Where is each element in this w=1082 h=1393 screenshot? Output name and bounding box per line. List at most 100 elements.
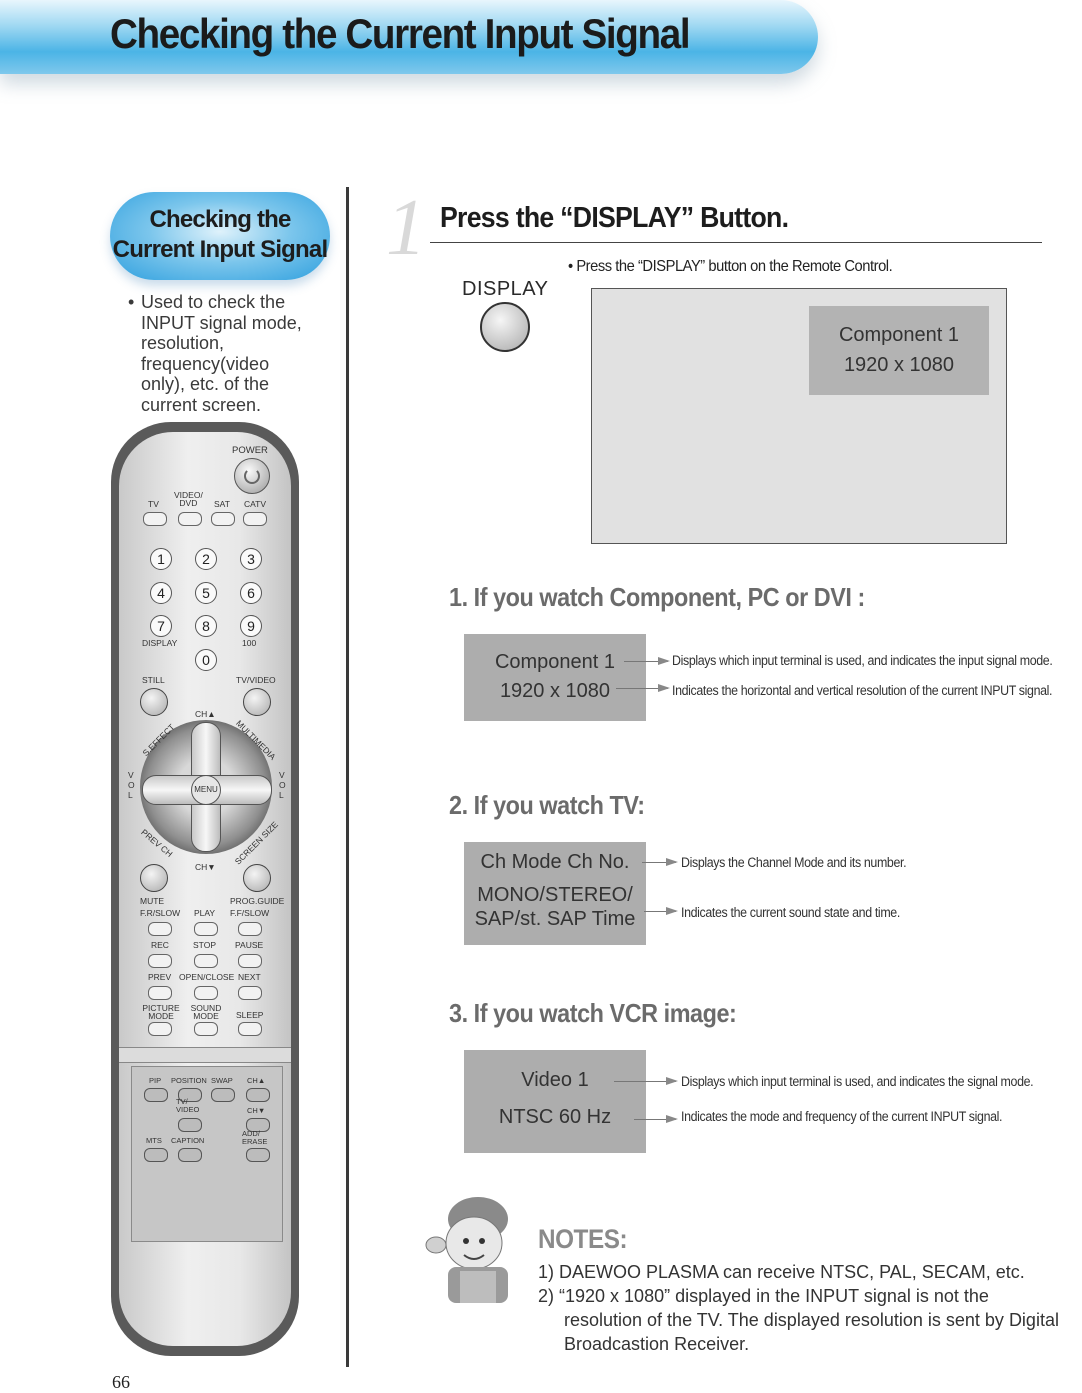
pause-label: PAUSE: [235, 940, 264, 950]
arrow: [634, 1115, 678, 1123]
column-divider: [346, 187, 349, 1367]
fast-forward-button[interactable]: [238, 922, 262, 936]
annotation: Indicates the horizontal and vertical re…: [672, 683, 1053, 698]
digit-5-button[interactable]: 5: [195, 582, 217, 604]
mts-button[interactable]: [144, 1148, 168, 1162]
osd-line: MONO/STEREO/: [477, 884, 633, 906]
digit-7-button[interactable]: 7: [150, 615, 172, 637]
step-instruction: • Press the “DISPLAY” button on the Remo…: [568, 258, 893, 275]
display-key-label: DISPLAY: [142, 638, 178, 648]
pause-button[interactable]: [238, 954, 262, 968]
stop-label: STOP: [193, 940, 216, 950]
pip-button[interactable]: [144, 1088, 168, 1102]
prev-label: PREV: [148, 972, 172, 982]
rec-button[interactable]: [148, 954, 172, 968]
sound-mode-label: SOUND MODE: [190, 1003, 222, 1021]
position-button[interactable]: [178, 1088, 202, 1102]
arrow: [614, 1077, 678, 1085]
mute-button[interactable]: [140, 864, 168, 892]
remote-cover-hinge: [119, 1047, 291, 1063]
catv-button[interactable]: [243, 512, 267, 526]
picture-mode-label: PICTURE MODE: [142, 1003, 180, 1021]
tv-button[interactable]: [143, 512, 167, 526]
annotation: Indicates the current sound state and ti…: [681, 905, 900, 920]
arrow: [642, 858, 678, 866]
osd-line: Ch Mode Ch No.: [480, 851, 630, 873]
sleep-label: SLEEP: [236, 1010, 264, 1020]
stop-button[interactable]: [194, 954, 218, 968]
note-item: 2) “1920 x 1080” displayed in the INPUT …: [538, 1286, 989, 1306]
pip-ch-down-button[interactable]: [246, 1118, 270, 1132]
prog-guide-label: PROG.GUIDE: [230, 896, 285, 906]
tv-video-button[interactable]: [243, 688, 271, 716]
page-title: Checking the Current Input Signal: [110, 10, 691, 57]
swap-button[interactable]: [211, 1088, 235, 1102]
screen-osd-line1: Component 1: [838, 324, 960, 346]
step-number: 1: [386, 184, 426, 272]
add-erase-button[interactable]: [246, 1148, 270, 1162]
digit-2-button[interactable]: 2: [195, 548, 217, 570]
description-line: only), etc. of the: [141, 374, 270, 394]
sleep-button[interactable]: [238, 1022, 262, 1036]
sidebar-title-line2: Current Input Signal: [112, 236, 328, 263]
tv-video-label: TV/VIDEO: [236, 675, 276, 685]
vol-right-label: VOL: [279, 770, 286, 800]
prev-button[interactable]: [148, 986, 172, 1000]
picture-mode-button[interactable]: [148, 1022, 172, 1036]
digit-8-button[interactable]: 8: [195, 615, 217, 637]
video-dvd-label: VIDEO/ DVD: [174, 490, 203, 508]
description-line: resolution,: [141, 333, 225, 353]
page-number: 66: [112, 1372, 130, 1392]
video-dvd-button[interactable]: [178, 512, 202, 526]
step-rule: [430, 242, 1042, 243]
next-button[interactable]: [238, 986, 262, 1000]
note-item: 1) DAEWOO PLASMA can receive NTSC, PAL, …: [538, 1262, 1025, 1282]
osd-line: SAP/st. SAP Time: [474, 908, 636, 930]
prog-guide-button[interactable]: [243, 864, 271, 892]
play-button[interactable]: [194, 922, 218, 936]
catv-label: CATV: [244, 499, 267, 509]
digit-4-button[interactable]: 4: [150, 582, 172, 604]
display-button[interactable]: [480, 302, 530, 352]
osd-line: Component 1: [494, 651, 616, 673]
ff-slow-label: F.F/SLOW: [230, 908, 270, 918]
still-label: STILL: [142, 675, 165, 685]
sidebar-description: • Used to check the INPUT signal mode, r…: [128, 292, 328, 415]
add-erase-label: ADD/ ERASE: [242, 1129, 268, 1146]
digit-6-button[interactable]: 6: [240, 582, 262, 604]
ch-up-label: CH▲: [195, 709, 216, 719]
sidebar-title-pill: [110, 192, 330, 280]
caption-button[interactable]: [178, 1148, 202, 1162]
note-item: resolution of the TV. The displayed reso…: [564, 1310, 1059, 1330]
header-banner: [0, 0, 818, 74]
rewind-button[interactable]: [148, 922, 172, 936]
sat-button[interactable]: [211, 512, 235, 526]
digit-1-button[interactable]: 1: [150, 548, 172, 570]
pip-ch-up-button[interactable]: [246, 1088, 270, 1102]
osd-component: Component 1 1920 x 1080: [464, 634, 646, 721]
digit-3-button[interactable]: 3: [240, 548, 262, 570]
arrow: [624, 657, 670, 665]
eject-button[interactable]: [194, 986, 218, 1000]
mute-label: MUTE: [140, 896, 165, 906]
sidebar-title: Checking the Current Input Signal: [110, 205, 330, 265]
pip-tv-video-button[interactable]: [178, 1118, 202, 1132]
digit-0-button[interactable]: 0: [195, 649, 217, 671]
vol-left-label: VOL: [128, 770, 135, 800]
annotation: Displays the Channel Mode and its number…: [681, 855, 907, 870]
arrow: [616, 684, 670, 692]
power-button[interactable]: [234, 458, 270, 494]
tv-label: TV: [148, 499, 159, 509]
still-button[interactable]: [140, 688, 168, 716]
note-item: Broadcastion Receiver.: [564, 1334, 750, 1354]
osd-line: 1920 x 1080: [499, 680, 611, 702]
sound-mode-button[interactable]: [194, 1022, 218, 1036]
hundred-label: 100: [242, 638, 257, 648]
pip-ch-up-label: CH▲: [247, 1076, 266, 1085]
swap-label: SWAP: [211, 1076, 233, 1085]
rec-label: REC: [151, 940, 169, 950]
digit-9-button[interactable]: 9: [240, 615, 262, 637]
menu-button[interactable]: MENU: [191, 775, 221, 805]
position-label: POSITION: [171, 1076, 207, 1085]
sidebar-title-line1: Checking the: [149, 206, 291, 233]
